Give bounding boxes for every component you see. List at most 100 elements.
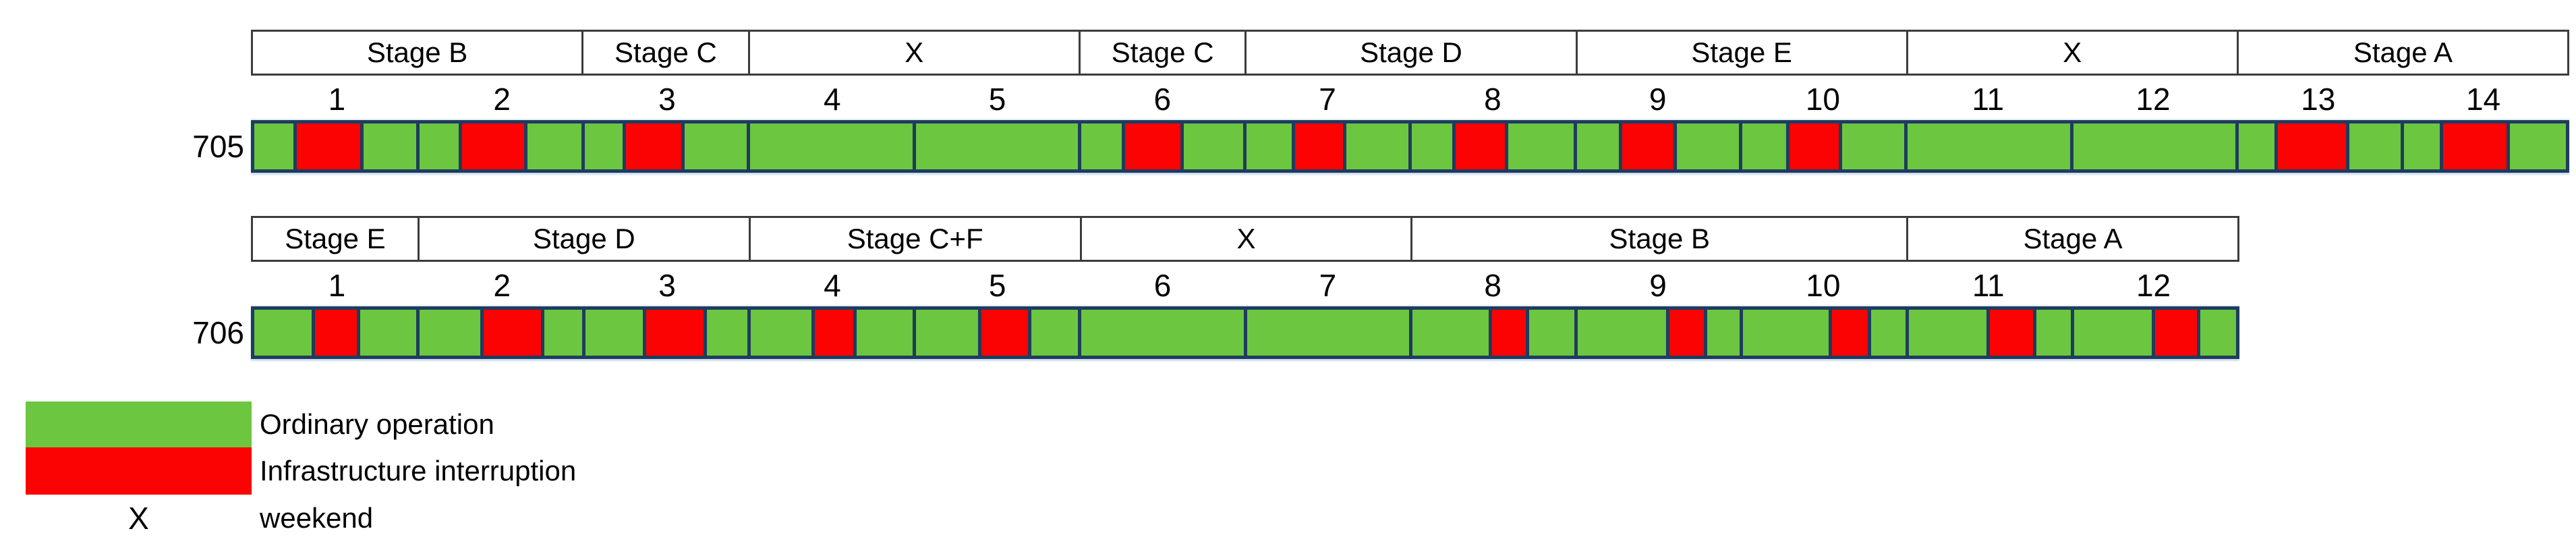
cell-ordinary <box>1411 123 1452 169</box>
cell-ordinary <box>2349 123 2401 169</box>
cell-ordinary <box>1578 310 1667 356</box>
week-6 <box>1081 123 1243 169</box>
cell-interruption <box>981 310 1029 356</box>
row-id: 705 <box>192 129 244 164</box>
cell-interruption <box>461 123 524 169</box>
cell-interruption <box>1789 123 1839 169</box>
week-number: 10 <box>1805 82 1840 117</box>
week-13 <box>2238 123 2401 169</box>
week-2 <box>420 123 582 169</box>
cell-ordinary <box>363 123 417 169</box>
stage-box: Stage E <box>251 216 420 262</box>
cell-interruption <box>625 123 682 169</box>
cell-ordinary <box>2403 123 2440 169</box>
cell-ordinary <box>420 310 481 356</box>
cell-ordinary <box>544 310 582 356</box>
week-number: 2 <box>493 82 511 117</box>
week-4 <box>750 310 913 356</box>
week-number: 5 <box>988 82 1006 117</box>
stage-label: Stage A <box>2353 36 2453 68</box>
cell-ordinary <box>585 123 623 169</box>
cell-ordinary <box>1247 310 1409 356</box>
week-number: 11 <box>1972 268 2005 303</box>
week-3 <box>585 310 747 356</box>
stage-box: Stage E <box>1575 30 1908 76</box>
cell-interruption <box>296 123 360 169</box>
cell-interruption <box>315 310 357 356</box>
cell-ordinary <box>1842 123 1905 169</box>
cell-ordinary <box>1184 123 1243 169</box>
week-number: 4 <box>823 82 841 117</box>
stage-label: Stage D <box>1360 36 1462 68</box>
cell-ordinary <box>2200 310 2236 356</box>
cell-ordinary <box>1246 123 1292 169</box>
week-number: 12 <box>2136 82 2171 117</box>
stage-box: Stage C <box>1078 30 1247 76</box>
cell-interruption <box>1455 123 1506 169</box>
cell-ordinary <box>360 310 417 356</box>
cell-interruption <box>2442 123 2507 169</box>
week-number: 14 <box>2465 82 2501 117</box>
week-12 <box>2073 123 2235 169</box>
stage-label: Stage E <box>285 223 386 254</box>
cell-ordinary <box>1707 310 1740 356</box>
cell-ordinary <box>527 123 582 169</box>
stage-box: X <box>1079 216 1413 262</box>
stage-box: X <box>747 30 1081 76</box>
week-7 <box>1246 123 1408 169</box>
legend-label-weekend: weekend <box>260 502 374 534</box>
cell-ordinary <box>915 123 1078 169</box>
cell-ordinary <box>1908 310 1986 356</box>
stage-label: Stage E <box>1691 36 1792 68</box>
week-number: 7 <box>1319 82 1336 117</box>
stage-box: Stage D <box>1244 30 1578 76</box>
cell-ordinary <box>2073 123 2235 169</box>
stage-box: Stage C+F <box>748 216 1082 262</box>
cell-ordinary <box>1743 310 1829 356</box>
stage-label: Stage C+F <box>847 223 983 254</box>
cell-interruption <box>2154 310 2198 356</box>
week-number: 11 <box>1972 82 2005 117</box>
legend-label-interruption: Infrastructure interruption <box>260 455 577 487</box>
cell-ordinary <box>857 310 913 356</box>
week-number: 7 <box>1319 268 1337 303</box>
week-number: 1 <box>328 268 346 303</box>
cell-interruption <box>484 310 542 356</box>
week-6 <box>1081 310 1244 356</box>
week-number: 1 <box>328 82 346 117</box>
stage-box: Stage A <box>2236 30 2569 76</box>
week-number: 8 <box>1484 82 1501 117</box>
cell-ordinary <box>1508 123 1574 169</box>
week-8 <box>1412 310 1574 356</box>
week-11 <box>1908 310 2071 356</box>
cell-interruption <box>1669 310 1704 356</box>
stage-label: Stage B <box>1609 223 1710 254</box>
week-10 <box>1742 123 1905 169</box>
week-number: 9 <box>1649 82 1667 117</box>
week-12 <box>2073 310 2236 356</box>
cell-ordinary <box>706 310 747 356</box>
week-number: 13 <box>2301 82 2336 117</box>
stage-box: Stage A <box>1906 216 2239 262</box>
cell-interruption <box>2277 123 2346 169</box>
stage-label: X <box>1236 223 1256 254</box>
week-number: 10 <box>1806 268 1841 303</box>
week-number: 6 <box>1153 82 1172 117</box>
cell-ordinary <box>1677 123 1740 169</box>
week-5 <box>915 123 1078 169</box>
week-number: 5 <box>988 268 1006 303</box>
week-number: 12 <box>2136 268 2171 303</box>
stage-label: X <box>2063 36 2082 68</box>
cell-interruption <box>1294 123 1343 169</box>
legend-swatch-ordinary <box>26 401 252 447</box>
week-number: 8 <box>1484 268 1501 303</box>
week-number: 9 <box>1649 268 1667 303</box>
cell-ordinary <box>750 310 811 356</box>
cell-ordinary <box>585 310 643 356</box>
week-14 <box>2403 123 2566 169</box>
cell-ordinary <box>916 310 979 356</box>
legend-swatch-interruption <box>26 447 252 495</box>
cell-ordinary <box>1081 123 1122 169</box>
